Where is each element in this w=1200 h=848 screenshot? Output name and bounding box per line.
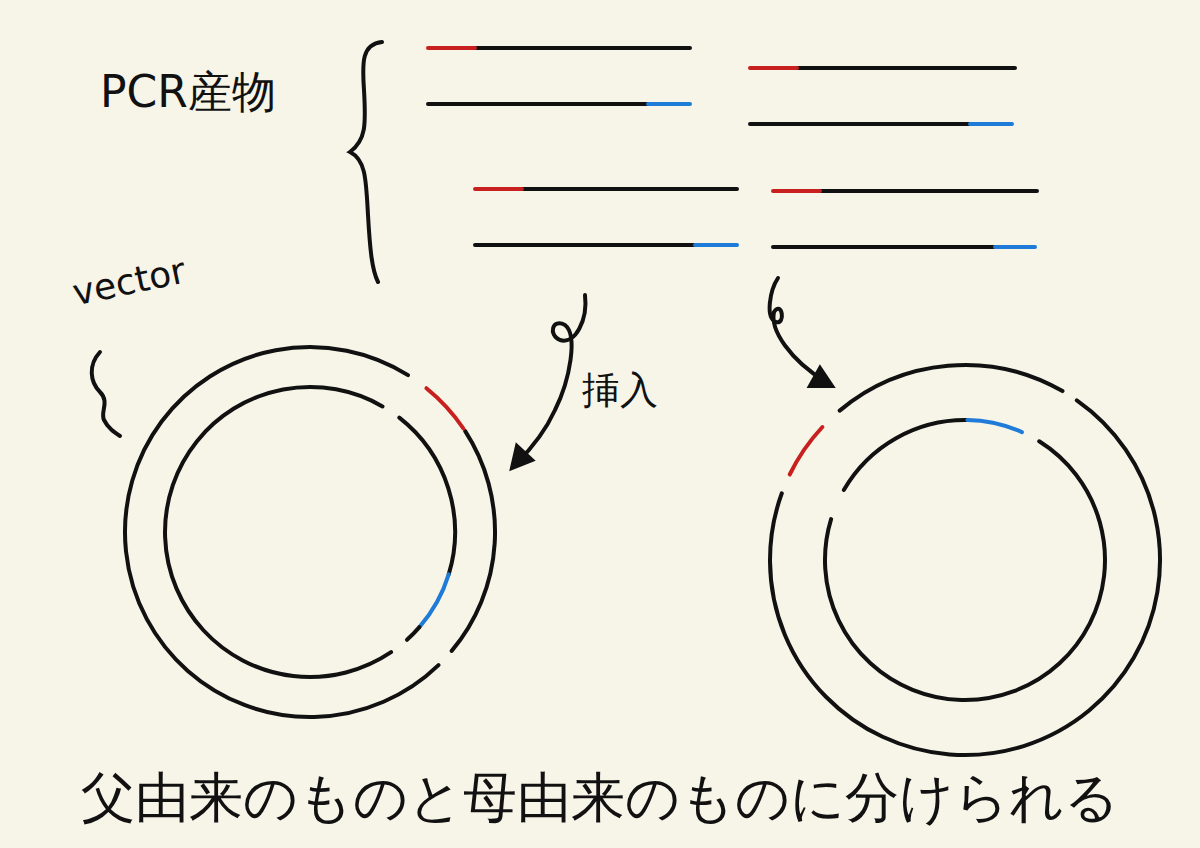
insert-label: 挿入	[582, 370, 658, 412]
pcr-label: PCR産物	[100, 68, 276, 116]
insert-arrow	[770, 278, 826, 382]
vector-strand	[407, 627, 419, 640]
vector-label: vector	[69, 251, 189, 313]
vector-strand	[165, 387, 391, 677]
vector-strand	[419, 574, 448, 627]
arrow-head	[810, 368, 832, 386]
arrow-head	[512, 446, 532, 468]
caption: 父由来のものと母由来のものに分けられる	[81, 768, 1119, 827]
leader-line	[92, 352, 120, 436]
pcr-products	[428, 48, 1037, 247]
vector-strand	[399, 418, 455, 575]
vector-strand	[452, 431, 495, 651]
bracket	[350, 42, 382, 282]
vector-strand	[844, 420, 968, 490]
vector-strand	[840, 365, 1063, 411]
vector-strand	[790, 427, 823, 475]
vector-strand	[125, 347, 439, 717]
insert-arrow	[516, 295, 585, 464]
vector-strand	[825, 441, 1105, 700]
vector-strand	[770, 400, 1160, 755]
vector-strand	[426, 388, 463, 428]
vector-strand	[967, 420, 1022, 432]
